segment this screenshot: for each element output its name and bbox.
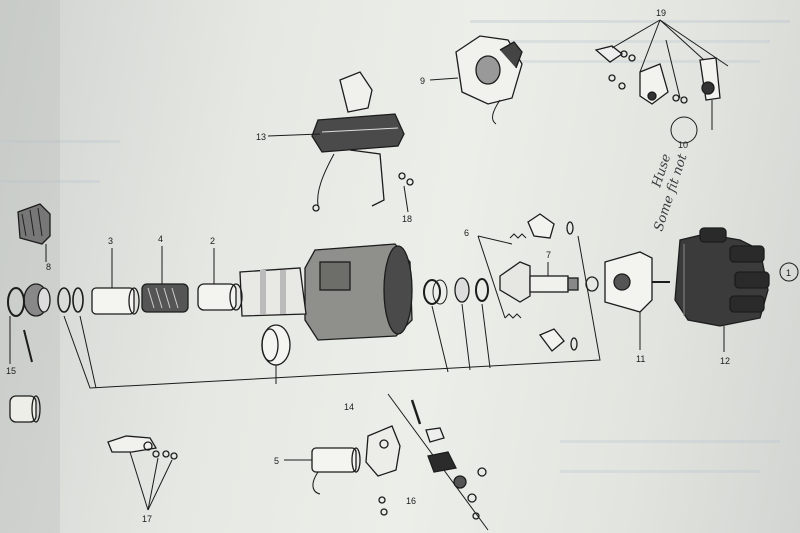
washers	[423, 277, 489, 305]
label-2: 2	[210, 236, 215, 246]
knurled-part-4	[141, 246, 189, 313]
label-16: 16	[406, 496, 416, 506]
page-shadow	[0, 0, 60, 533]
clamp-assembly-part-16	[365, 393, 489, 531]
shaft-part-7	[499, 261, 599, 303]
springs-part-6	[477, 213, 578, 352]
label-11: 11	[636, 354, 645, 364]
label-15: 15	[6, 366, 16, 376]
label-17: 17	[142, 514, 152, 524]
drive-washers	[7, 283, 84, 364]
label-7: 7	[546, 250, 551, 260]
sleeve-part-3	[91, 248, 140, 315]
screws-part-18	[398, 172, 414, 213]
bracket-part-17	[107, 435, 178, 511]
label-6: 6	[464, 228, 469, 238]
breaker-plate-part-9	[429, 35, 523, 125]
gear-part-8	[17, 203, 51, 262]
label-13: 13	[256, 132, 266, 142]
handwritten-note: Huse Some fit not	[649, 151, 691, 233]
distributor-cap-part-12	[674, 227, 770, 352]
label-8: 8	[46, 262, 51, 272]
label-1: 1	[786, 268, 791, 278]
label-4: 4	[158, 234, 163, 244]
label-19: 19	[656, 8, 666, 18]
label-18: 18	[402, 214, 412, 224]
label-10: 10	[678, 140, 688, 150]
collar-part-15	[9, 395, 41, 423]
bushing-part-2	[197, 248, 243, 311]
label-12: 12	[720, 356, 730, 366]
distributor-body	[239, 243, 413, 341]
condenser-part-5	[284, 447, 361, 495]
label-14: 14	[344, 402, 354, 412]
contact-set-part-19	[594, 19, 729, 144]
label-5: 5	[274, 456, 279, 466]
bushing-ring	[261, 324, 291, 384]
assembly-bracket-14	[63, 235, 601, 389]
part-labels: 1 2 3 4 5 6 7 8 9 10 11 12 13 14 15 16 1…	[6, 8, 791, 524]
rotor-plate-part-11	[604, 251, 670, 350]
label-3: 3	[108, 236, 113, 246]
label-9: 9	[420, 76, 425, 86]
part-1-callout	[779, 262, 799, 282]
show-through-text	[0, 20, 790, 473]
vacuum-unit-part-13	[267, 71, 405, 212]
